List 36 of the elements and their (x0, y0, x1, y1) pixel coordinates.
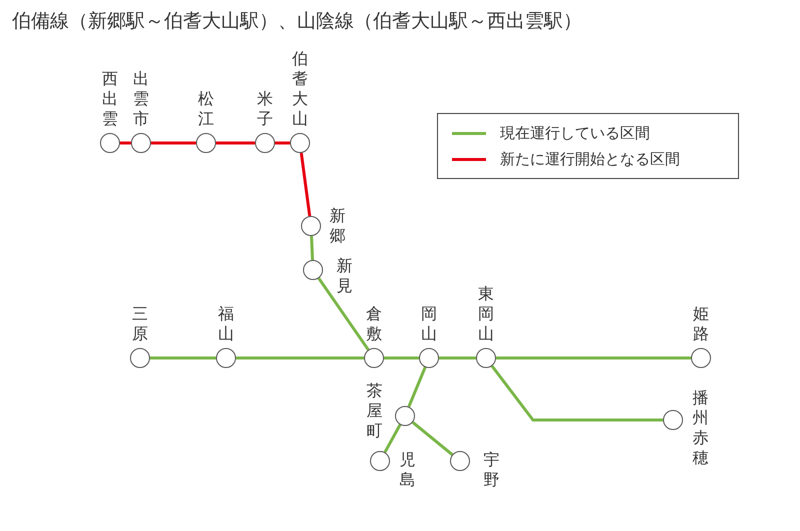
station-name: 茶屋町 (366, 381, 383, 441)
rail-line (407, 366, 427, 408)
station-name: 新郷 (329, 206, 346, 246)
rail-line (490, 365, 663, 422)
legend-label: 新たに運行開始となる区間 (500, 150, 680, 168)
station-name: 岡山 (420, 304, 438, 344)
station-name: 西出雲 (102, 69, 118, 129)
rail-line (150, 356, 216, 360)
rail-line (300, 152, 312, 216)
rail-line (317, 277, 370, 351)
station-name: 姫路 (692, 304, 710, 344)
station-name: 出雲市 (132, 69, 150, 129)
rail-line (120, 142, 131, 144)
rail-line (384, 356, 419, 360)
station-name: 松江 (198, 89, 214, 129)
station-name: 米子 (256, 89, 274, 129)
station-name: 東岡山 (478, 284, 494, 344)
station-name: 伯耆大山 (292, 49, 308, 129)
rail-line (496, 356, 691, 360)
rail-line (151, 142, 196, 144)
rail-line (384, 424, 402, 454)
rail-line (439, 356, 476, 360)
rail-line (275, 142, 290, 144)
rail-line (310, 236, 314, 260)
rail-line (236, 356, 364, 360)
station-name: 倉敷 (366, 304, 382, 344)
legend-label: 現在運行している区間 (500, 124, 650, 142)
station-name: 児島 (399, 450, 416, 490)
station-name: 福山 (218, 304, 234, 344)
station-name: 宇野 (483, 450, 500, 490)
rail-line (216, 142, 255, 144)
title: 伯備線（新郷駅～伯耆大山駅）、山陰線（伯耆大山駅～西出雲駅） (12, 9, 582, 34)
rail-line (412, 421, 454, 456)
station-name: 三原 (132, 304, 148, 344)
station-name: 新見 (336, 256, 353, 296)
station-name: 播州赤穂 (692, 388, 709, 468)
